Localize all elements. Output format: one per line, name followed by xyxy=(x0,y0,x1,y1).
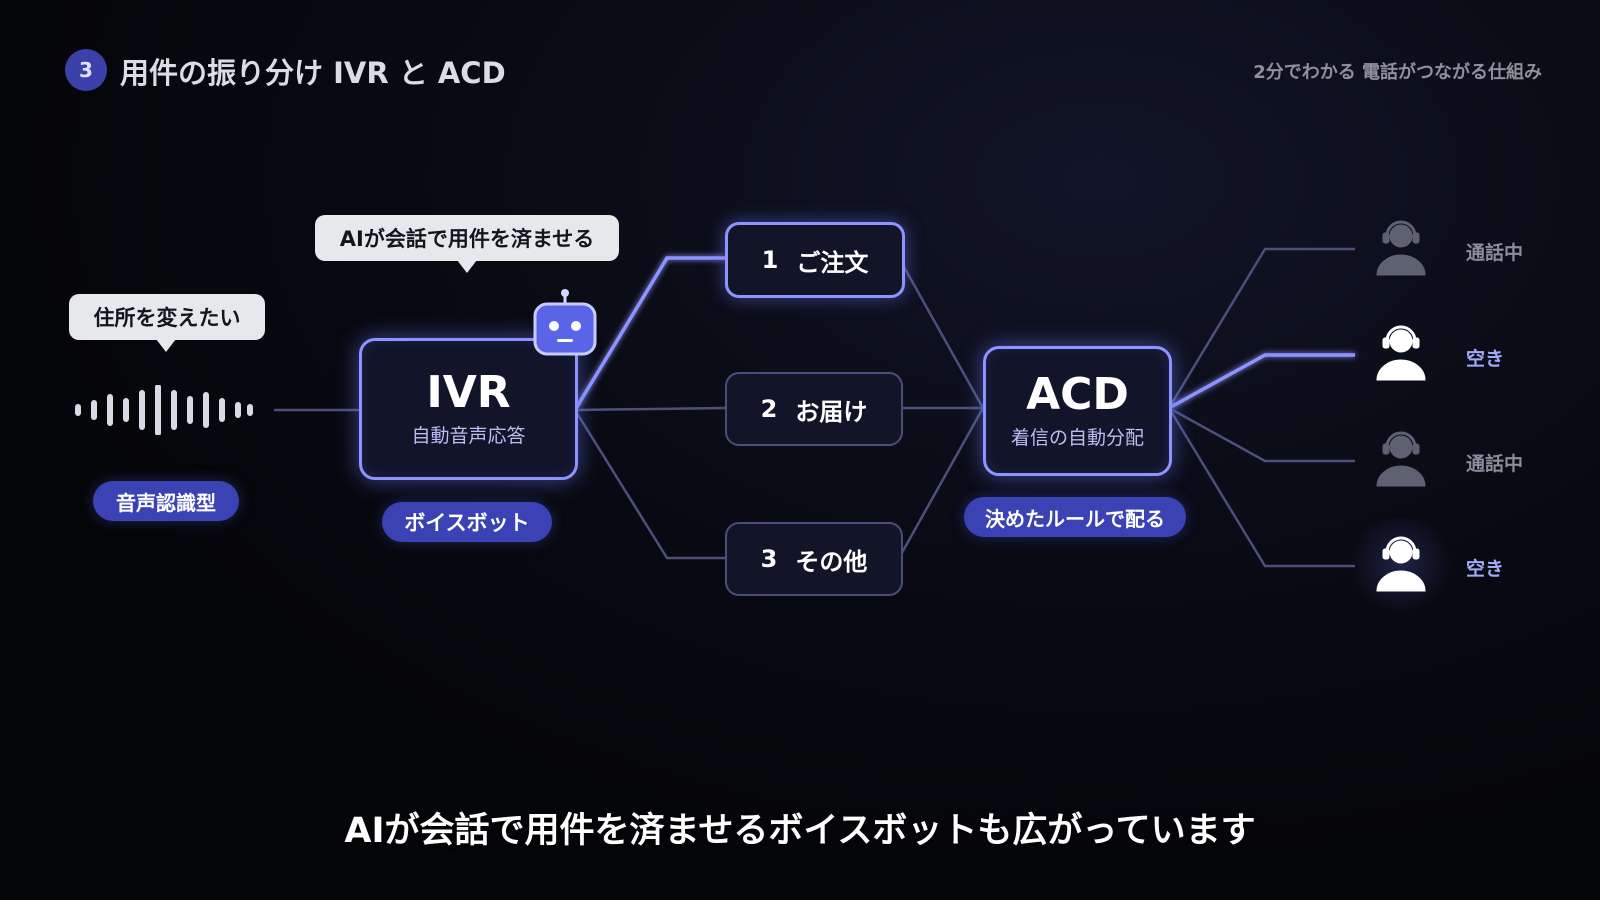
agent-status-label: 空き xyxy=(1466,348,1505,370)
ai-speech-bubble: AIが会話で用件を済ませる xyxy=(315,215,619,261)
line-ivr-option-2 xyxy=(574,406,726,412)
acd-subtitle: 着信の自動分配 xyxy=(1010,426,1144,449)
menu-option-1: 1 ご注文 xyxy=(725,222,905,298)
headset-agent-icon xyxy=(1376,220,1426,276)
page-title: 用件の振り分け IVR と ACD xyxy=(120,56,506,90)
acd-box: ACD 着信の自動分配 xyxy=(983,346,1172,476)
line-option-3-acd xyxy=(897,407,985,559)
line-acd-agent-3 xyxy=(1168,406,1355,463)
line-acd-agent-4 xyxy=(1167,407,1355,568)
menu-option-3: 3 その他 xyxy=(725,522,903,596)
line-ivr-option-3 xyxy=(573,409,725,560)
menu-option-number: 2 xyxy=(760,395,778,423)
line-acd-agent-2 xyxy=(1168,353,1355,410)
ivr-title: IVR xyxy=(426,367,511,419)
agent-status-label: 通話中 xyxy=(1466,242,1524,264)
step-badge: 3 xyxy=(65,49,107,91)
robot-icon xyxy=(533,289,597,356)
series-title: 2分でわかる 電話がつながる仕組み xyxy=(1253,62,1542,83)
headset-agent-icon xyxy=(1376,431,1426,487)
rule-distribution-tag: 決めたルールで配る xyxy=(964,497,1186,537)
agent-status-label: 空き xyxy=(1466,558,1505,580)
headset-agent-icon xyxy=(1376,536,1426,592)
subtitle-caption: AIが会話で用件を済ませるボイスボットも広がっています xyxy=(344,811,1256,851)
ivr-subtitle: 自動音声応答 xyxy=(411,424,526,447)
menu-option-label: その他 xyxy=(795,547,868,576)
agent-status-label: 通話中 xyxy=(1466,453,1524,475)
menu-option-number: 1 xyxy=(761,246,779,274)
voice-recognition-tag: 音声認識型 xyxy=(93,481,239,521)
headset-agent-icon xyxy=(1376,325,1426,381)
caller-speech-bubble-tail xyxy=(156,339,176,352)
acd-title: ACD xyxy=(1026,369,1129,421)
voicebot-tag: ボイスボット xyxy=(382,502,552,542)
line-acd-agent-1 xyxy=(1167,247,1355,409)
menu-option-label: お届け xyxy=(795,397,868,426)
menu-option-label: ご注文 xyxy=(796,248,869,277)
line-ivr-option-1 xyxy=(573,256,725,411)
waveform-icon xyxy=(75,385,253,435)
caller-speech-bubble: 住所を変えたい xyxy=(69,294,265,340)
agent-highlight-glow xyxy=(1346,518,1456,610)
menu-option-2: 2 お届け xyxy=(725,372,903,446)
menu-option-number: 3 xyxy=(760,545,778,573)
ivr-box: IVR 自動音声応答 xyxy=(359,338,578,480)
ai-speech-bubble-tail xyxy=(457,260,477,273)
line-option-1-acd xyxy=(897,257,985,409)
